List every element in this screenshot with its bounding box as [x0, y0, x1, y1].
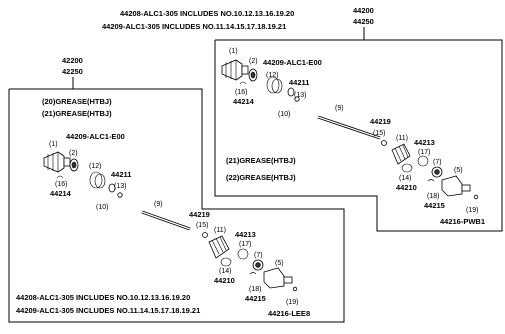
right-label-11: (11): [396, 135, 408, 142]
bottom-note-line2: 44209-ALC1-305 INCLUDES NO.11.14.15.17.1…: [16, 306, 200, 315]
left-label-15: (15): [196, 222, 208, 229]
right-ring-2: [248, 68, 258, 82]
left-shaft-9: [141, 210, 191, 231]
right-shaft-9: [317, 115, 381, 140]
left-label-13: (13): [114, 183, 126, 190]
left-label-44215: 44215: [245, 294, 266, 303]
left-label-44211: 44211: [111, 170, 131, 179]
left-ring-15: [202, 232, 208, 238]
bottom-note-line1: 44208-ALC1-305 INCLUDES NO.10.12.13.16.1…: [16, 293, 190, 302]
right-ring-19: [473, 194, 479, 200]
right-boot-11: [391, 143, 411, 165]
left-assembly-number-2: 42250: [62, 67, 83, 76]
left-inner-race-7: [252, 259, 264, 271]
left-label-18: (18): [249, 286, 261, 293]
right-outer-joint: [221, 59, 249, 81]
right-grease-1: (21)GREASE(HTBJ): [226, 156, 296, 165]
left-grease-2: (21)GREASE(HTBJ): [42, 109, 112, 118]
left-ring-2: [69, 158, 79, 172]
left-band-17: [237, 248, 249, 260]
left-label-44213: 44213: [235, 230, 256, 239]
right-label-15: (15): [373, 130, 385, 137]
left-boot-band-13: [108, 183, 116, 193]
left-label-44219: 44219: [189, 210, 210, 219]
right-label-9: (9): [335, 105, 344, 112]
left-boot-12: [89, 171, 106, 189]
right-assembly-number-1: 44200: [353, 6, 374, 15]
right-inner-race-7: [431, 166, 443, 178]
left-label-17: (17): [239, 241, 251, 248]
left-outer-joint: [43, 151, 71, 173]
right-label-19: (19): [466, 207, 478, 214]
right-inner-joint-5: [441, 175, 471, 197]
left-label-44209: 44209-ALC1-E00: [66, 132, 125, 141]
left-clip-16: [56, 175, 64, 179]
left-label-12: (12): [89, 163, 101, 170]
top-note-line2: 44209-ALC1-305 INCLUDES NO.11.14.15.17.1…: [102, 22, 286, 31]
right-band-14: [401, 163, 413, 173]
left-label-11: (11): [214, 227, 226, 234]
top-note-line1: 44208-ALC1-305 INCLUDES NO.10.12.13.16.1…: [120, 9, 294, 18]
left-label-1: (1): [49, 141, 58, 148]
right-label-14: (14): [399, 175, 411, 182]
right-label-7: (7): [433, 159, 442, 166]
right-clip-10: [294, 96, 300, 102]
left-ring-19: [292, 286, 298, 292]
left-label-44214: 44214: [50, 189, 72, 198]
right-label-44211: 44211: [289, 78, 309, 87]
left-label-14: (14): [219, 268, 231, 275]
right-label-5: (5): [454, 167, 463, 174]
left-band-14: [220, 257, 232, 267]
left-clip-18: [249, 272, 257, 275]
right-assembly-frame: [214, 39, 503, 232]
right-ring-15: [381, 140, 387, 146]
right-assembly-number-2: 44250: [353, 17, 374, 26]
left-label-2: (2): [69, 150, 78, 157]
right-grease-2: (22)GREASE(HTBJ): [226, 173, 296, 182]
right-label-16: (16): [235, 89, 247, 96]
right-label-44209: 44209-ALC1-E00: [263, 58, 322, 67]
right-label-44219: 44219: [370, 117, 391, 126]
left-assembly-number-1: 42200: [62, 56, 83, 65]
right-label-1: (1): [229, 48, 238, 55]
left-label-19: (19): [286, 299, 298, 306]
right-boot-12: [266, 76, 283, 94]
right-label-17: (17): [418, 149, 430, 156]
right-boot-band-13: [287, 87, 295, 97]
left-label-10: (10): [96, 204, 108, 211]
left-label-9: (9): [154, 201, 163, 208]
right-label-44210: 44210: [396, 183, 417, 192]
right-clip-16: [239, 81, 247, 85]
left-label-16: (16): [55, 181, 67, 188]
right-label-44215: 44215: [424, 201, 445, 210]
right-label-13: (13): [294, 92, 306, 99]
right-label-12: (12): [266, 72, 278, 79]
left-label-7: (7): [254, 252, 263, 259]
right-clip-18: [427, 179, 435, 182]
right-band-17: [417, 155, 429, 167]
right-label-10: (10): [278, 111, 290, 118]
left-label-5: (5): [275, 260, 284, 267]
left-inner-joint-5: [263, 267, 293, 289]
right-label-2: (2): [249, 58, 258, 65]
left-grease-1: (20)GREASE(HTBJ): [42, 97, 112, 106]
left-label-44210: 44210: [214, 276, 235, 285]
left-assembly-frame: [8, 88, 345, 323]
right-label-44214: 44214: [233, 97, 255, 106]
left-boot-11: [208, 235, 230, 259]
right-label-44213: 44213: [414, 138, 435, 147]
right-label-18: (18): [427, 193, 439, 200]
right-label-44216: 44216-PWB1: [440, 217, 485, 226]
left-clip-10: [117, 192, 123, 198]
left-label-44216: 44216-LEE8: [268, 309, 310, 318]
